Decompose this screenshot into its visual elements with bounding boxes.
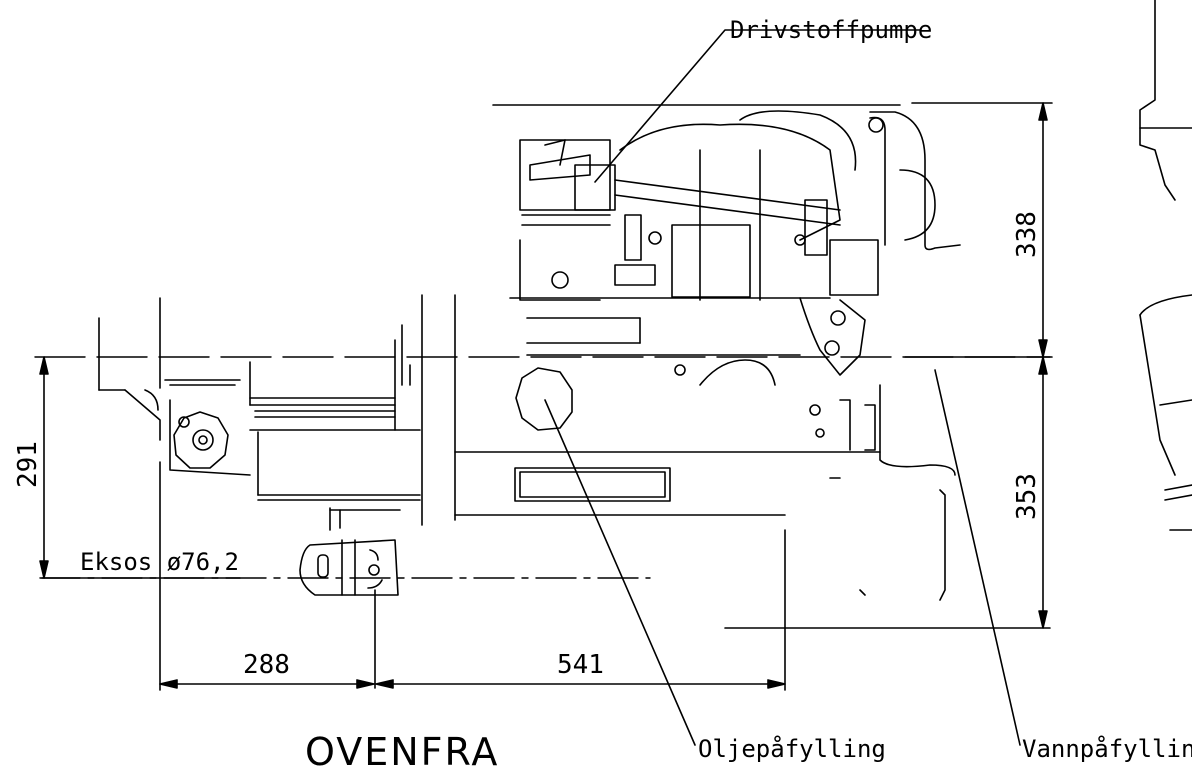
view-title: OVENFRA <box>305 730 499 770</box>
oil-filler-cap <box>515 367 573 431</box>
pulley <box>173 411 229 469</box>
dimension-vertical-right <box>904 102 1053 629</box>
dimension-vertical-left <box>39 356 49 579</box>
dim-291: 291 <box>13 441 43 488</box>
dim-541: 541 <box>557 650 604 680</box>
side-view-partial <box>1139 0 1192 531</box>
dimension-horizontal <box>159 529 786 691</box>
engine-right-lower <box>454 384 1051 629</box>
leader-fuel-pump <box>594 29 921 183</box>
exhaust-flange <box>299 539 399 689</box>
label-oil-fill: Oljepåfylling <box>698 734 886 763</box>
dim-353: 353 <box>1012 473 1042 520</box>
leader-water-fill <box>934 369 1021 746</box>
label-exhaust: Eksos ø76,2 <box>80 548 239 576</box>
engine-left-section <box>98 294 456 691</box>
dim-338: 338 <box>1012 211 1042 258</box>
dim-288: 288 <box>243 650 290 680</box>
engine-top-block <box>492 104 961 386</box>
label-water-fill: Vannpåfylling <box>1022 734 1192 763</box>
leader-oil-fill <box>544 399 696 746</box>
label-fuel-pump: Drivstoffpumpe <box>730 16 932 44</box>
